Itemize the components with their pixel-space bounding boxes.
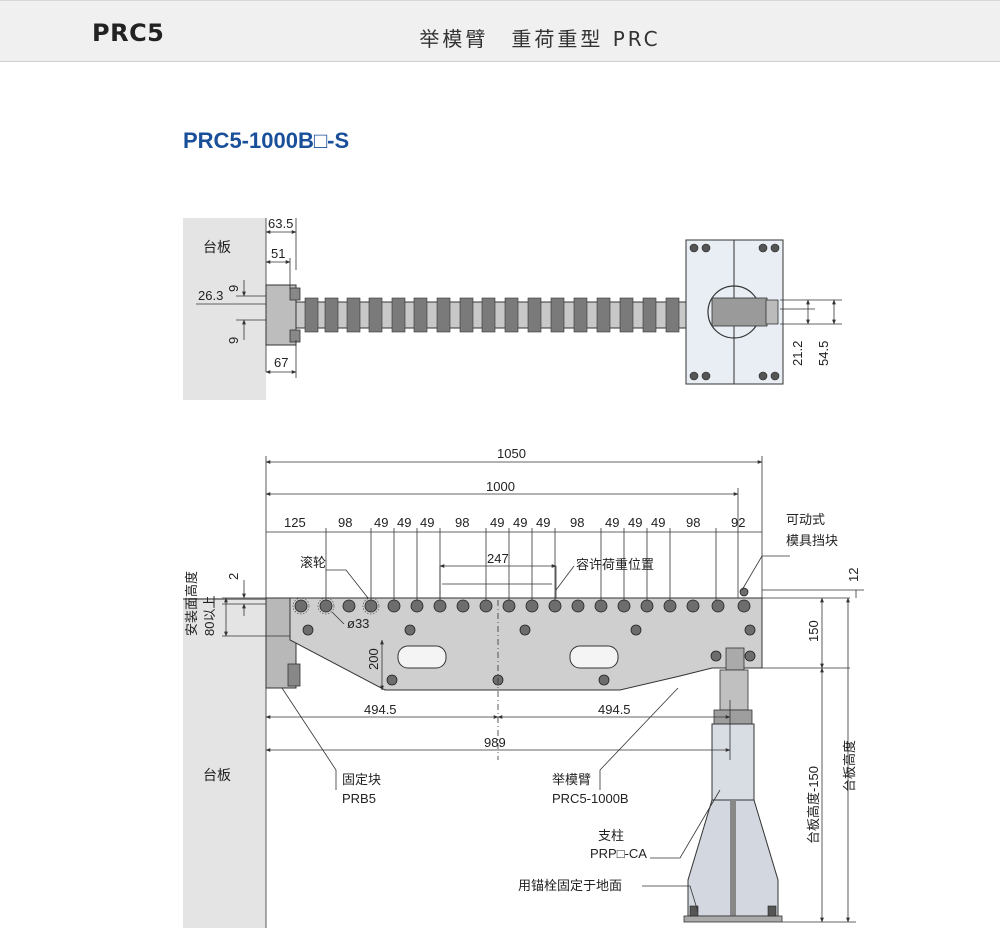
dim-494-5-right: 494.5 bbox=[598, 702, 631, 717]
label-allowable-load: 容许荷重位置 bbox=[576, 557, 654, 572]
pitch-12: 49 bbox=[651, 515, 665, 530]
pitch-11: 49 bbox=[628, 515, 642, 530]
label-anchor: 用锚栓固定于地面 bbox=[518, 878, 622, 893]
top-plate bbox=[183, 218, 266, 400]
page-title: 举模臂 重荷重型 PRC bbox=[419, 27, 661, 51]
label-mount-height-1: 安装面高度 bbox=[184, 571, 199, 636]
pitch-13: 98 bbox=[686, 515, 700, 530]
label-plate-height: 台板高度 bbox=[842, 740, 857, 792]
dim-2: 2 bbox=[226, 573, 241, 580]
side-view: 1050 1000 125 98 49 49 49 98 49 49 49 98… bbox=[183, 446, 864, 928]
top-view: 台板 bbox=[183, 216, 842, 400]
label-plate-height-150: 台板高度-150 bbox=[806, 766, 821, 844]
pitch-5: 98 bbox=[455, 515, 469, 530]
dim-150: 150 bbox=[806, 620, 821, 642]
dim-1050: 1050 bbox=[497, 446, 526, 461]
pitch-0: 125 bbox=[284, 515, 306, 530]
dim-1000: 1000 bbox=[486, 479, 515, 494]
pitch-9: 98 bbox=[570, 515, 584, 530]
label-stopper-2: 模具挡块 bbox=[786, 533, 838, 548]
label-fix-block-2: PRB5 bbox=[342, 791, 376, 806]
pitch-6: 49 bbox=[490, 515, 504, 530]
dim-67: 67 bbox=[274, 355, 288, 370]
label-arm-1: 举模臂 bbox=[552, 772, 591, 787]
label-roller: 滚轮 bbox=[300, 555, 326, 570]
brand-code: PRC5 bbox=[92, 19, 165, 47]
dim-12: 12 bbox=[846, 568, 861, 582]
pitch-3: 49 bbox=[397, 515, 411, 530]
arm-slot-right bbox=[569, 645, 619, 669]
dim-21-2: 21.2 bbox=[790, 341, 805, 366]
dim-9-bottom: 9 bbox=[226, 337, 241, 344]
label-arm-2: PRC5-1000B bbox=[552, 791, 629, 806]
dim-26-3: 26.3 bbox=[198, 288, 223, 303]
pitch-7: 49 bbox=[513, 515, 527, 530]
header-bar: PRC5 举模臂 重荷重型 PRC bbox=[0, 0, 1000, 62]
label-post-1: 支柱 bbox=[598, 828, 624, 843]
pitch-14: 92 bbox=[731, 515, 745, 530]
pitch-labels: 125 98 49 49 49 98 49 49 49 98 49 49 49 … bbox=[284, 515, 745, 530]
dim-dia-33: ø33 bbox=[347, 616, 369, 631]
dim-989: 989 bbox=[484, 735, 506, 750]
arm-slot-left bbox=[397, 645, 447, 669]
dim-51: 51 bbox=[271, 246, 285, 261]
dim-200: 200 bbox=[366, 648, 381, 670]
label-post-2: PRP□-CA bbox=[590, 846, 647, 861]
dim-247: 247 bbox=[487, 551, 509, 566]
post-body bbox=[711, 723, 755, 805]
dim-494-5-left: 494.5 bbox=[364, 702, 397, 717]
label-plate: 台板 bbox=[203, 767, 231, 783]
pitch-10: 49 bbox=[605, 515, 619, 530]
pitch-4: 49 bbox=[420, 515, 434, 530]
dim-63-5: 63.5 bbox=[268, 216, 293, 231]
label-stopper-1: 可动式 bbox=[786, 512, 825, 527]
pitch-8: 49 bbox=[536, 515, 550, 530]
side-plate bbox=[183, 598, 266, 928]
pitch-2: 49 bbox=[374, 515, 388, 530]
top-plate-label: 台板 bbox=[203, 239, 231, 255]
side-rollers bbox=[294, 587, 756, 686]
post-screw bbox=[719, 669, 749, 711]
pitch-1: 98 bbox=[338, 515, 352, 530]
dim-9-top: 9 bbox=[226, 285, 241, 292]
dim-54-5: 54.5 bbox=[816, 341, 831, 366]
model-code: PRC5-1000B□-S bbox=[183, 128, 350, 153]
label-mount-height-2: 80以上 bbox=[202, 596, 217, 636]
label-fix-block-1: 固定块 bbox=[342, 772, 381, 787]
